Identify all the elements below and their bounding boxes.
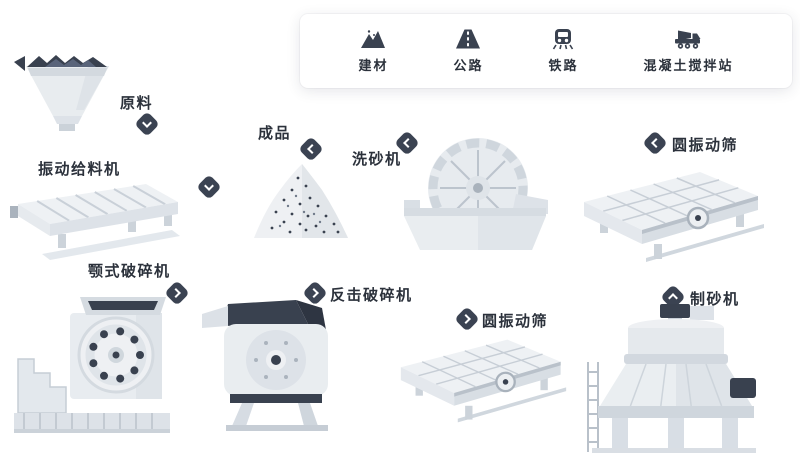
jaw-crusher-illustration	[14, 297, 170, 433]
raw-material-label: 原料	[120, 95, 154, 112]
legend-panel: 建材 公路 铁路	[300, 14, 792, 88]
sand-washer-illustration	[404, 138, 548, 250]
circular-vibrating-screen-lower-illustration	[400, 339, 567, 423]
flow-arrow-badge	[642, 130, 668, 156]
legend-item-concrete-plant: 混凝土搅拌站	[643, 28, 733, 74]
screen-lower-label: 圆振动筛	[482, 313, 549, 330]
vibrating-feeder-illustration	[10, 184, 180, 260]
flow-arrow-badge	[454, 306, 480, 332]
sand-making-machine-label: 制砂机	[690, 291, 740, 308]
sand-making-machine-illustration	[587, 304, 756, 453]
sand-washer-label: 洗砂机	[352, 151, 402, 168]
circular-vibrating-screen-upper-illustration	[584, 172, 764, 262]
legend-label: 公路	[453, 58, 484, 73]
highway-icon	[456, 29, 481, 49]
finished-product-illustration	[254, 164, 348, 238]
concrete-mixing-plant-icon	[675, 30, 701, 49]
screen-upper-label: 圆振动筛	[672, 137, 739, 154]
legend-label: 铁路	[548, 58, 579, 73]
legend-label: 建材	[358, 58, 389, 73]
impact-crusher-label: 反击破碎机	[330, 287, 413, 304]
legend-label: 混凝土搅拌站	[643, 58, 734, 73]
finished-product-label: 成品	[258, 125, 292, 142]
legend-item-highway: 公路	[453, 28, 483, 74]
legend-item-railway: 铁路	[548, 28, 578, 74]
raw-material-illustration	[14, 55, 109, 131]
railway-icon	[553, 29, 574, 50]
flow-arrow-badge	[134, 111, 160, 137]
impact-crusher-illustration	[202, 300, 328, 431]
flow-arrow-badge	[196, 174, 222, 200]
vibrating-feeder-label: 振动给料机	[38, 161, 121, 178]
jaw-crusher-label: 颚式破碎机	[88, 263, 171, 280]
legend-item-building-materials: 建材	[358, 28, 388, 74]
building-materials-icon	[361, 30, 386, 48]
